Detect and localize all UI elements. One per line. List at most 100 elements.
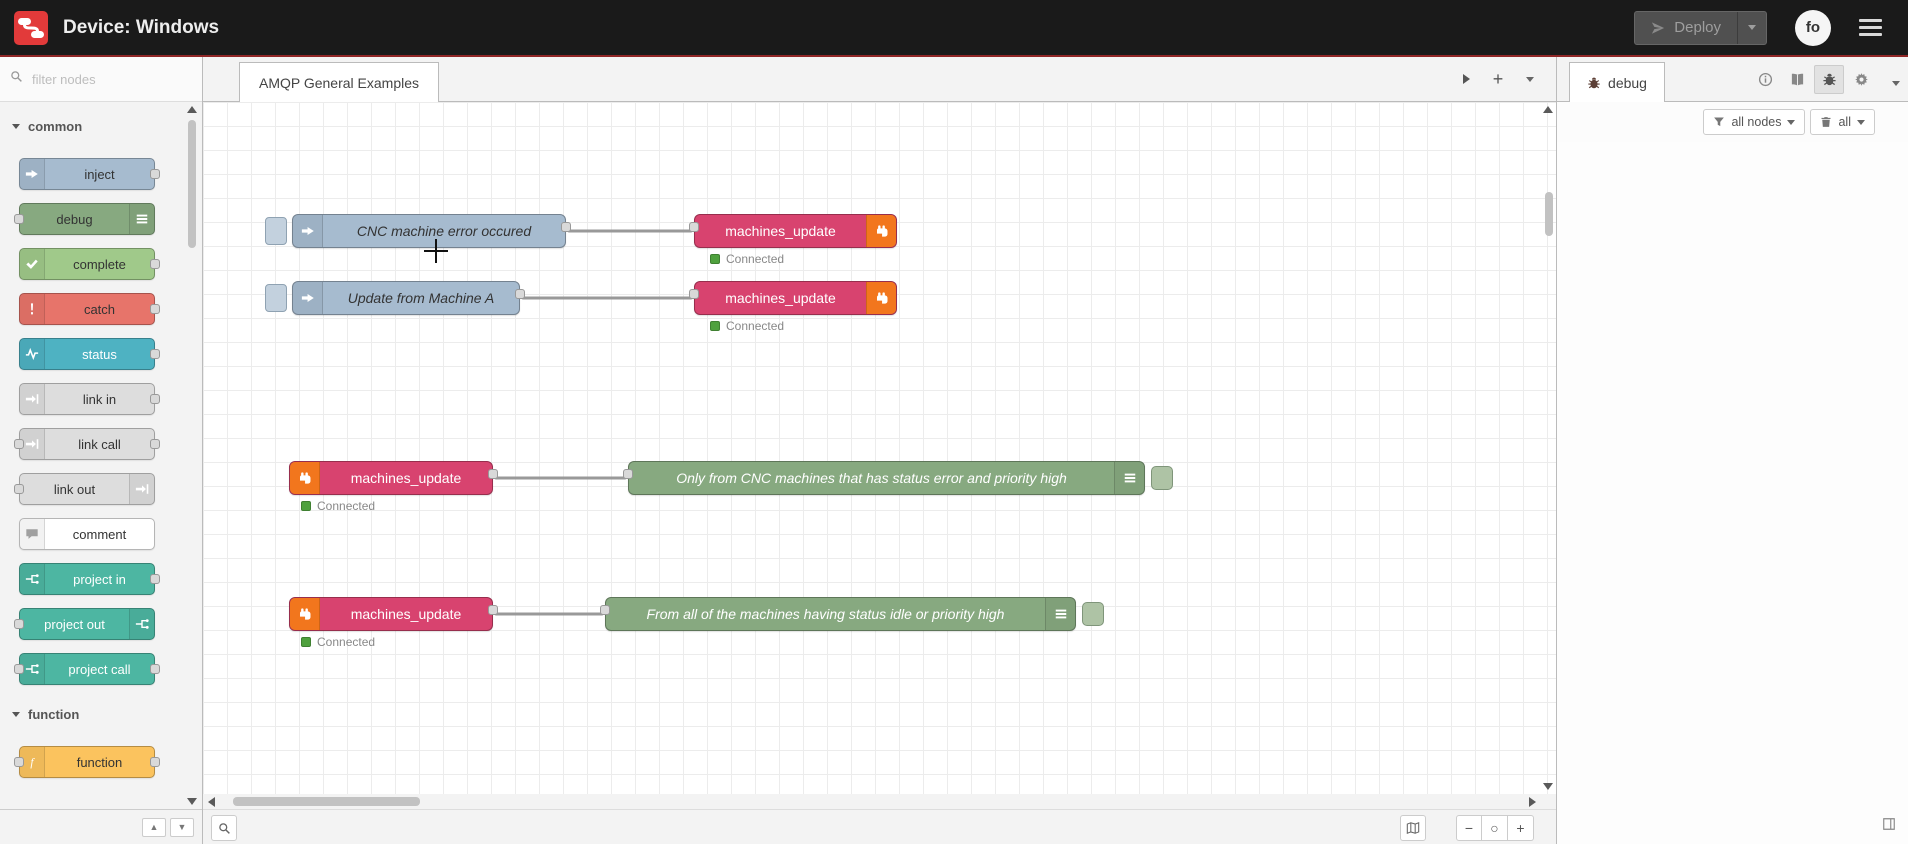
input-port[interactable] xyxy=(689,289,699,299)
tab-help[interactable] xyxy=(1782,65,1812,94)
flow-node-inject[interactable]: CNC machine error occured xyxy=(265,214,571,248)
output-port[interactable] xyxy=(150,259,160,269)
inject-button[interactable] xyxy=(265,217,287,245)
node-body[interactable]: Only from CNC machines that has status e… xyxy=(623,461,1145,495)
header-accent-line xyxy=(0,55,1908,57)
flow-node-inject[interactable]: Update from Machine A xyxy=(265,281,525,315)
input-port[interactable] xyxy=(14,484,24,494)
vertical-scrollbar-thumb[interactable] xyxy=(1545,192,1553,236)
inject-button[interactable] xyxy=(265,284,287,312)
palette-node-inject[interactable]: inject xyxy=(19,158,160,190)
palette-node-link-out[interactable]: link out xyxy=(14,473,155,505)
tab-debug[interactable]: debug xyxy=(1569,62,1665,102)
node-body[interactable]: Update from Machine A xyxy=(292,281,525,315)
flow-node-debug[interactable]: From all of the machines having status i… xyxy=(600,597,1104,631)
scroll-right-icon[interactable] xyxy=(1529,797,1536,807)
output-port[interactable] xyxy=(150,664,160,674)
canvas-vertical-scrollbar[interactable] xyxy=(1541,102,1556,794)
sidebar-options-dropdown[interactable] xyxy=(1892,73,1900,91)
zoom-in-button[interactable]: + xyxy=(1508,815,1534,841)
scroll-left-icon[interactable] xyxy=(208,797,215,807)
output-port[interactable] xyxy=(150,169,160,179)
tab-config-nodes[interactable] xyxy=(1846,65,1876,94)
flow-node-debug[interactable]: Only from CNC machines that has status e… xyxy=(623,461,1173,495)
palette-node-complete[interactable]: complete xyxy=(19,248,160,280)
deploy-main[interactable]: Deploy xyxy=(1635,12,1737,44)
palette-search[interactable] xyxy=(0,57,202,102)
output-port[interactable] xyxy=(150,439,160,449)
scroll-down-icon[interactable] xyxy=(187,798,197,805)
palette-node-project-in[interactable]: project in xyxy=(19,563,160,595)
palette-node-label: catch xyxy=(83,301,116,317)
canvas-horizontal-scrollbar[interactable] xyxy=(203,794,1556,809)
input-port[interactable] xyxy=(689,222,699,232)
navigator-map-button[interactable] xyxy=(1400,815,1426,841)
palette-node-catch[interactable]: catch xyxy=(19,293,160,325)
debug-toggle-button[interactable] xyxy=(1151,466,1173,490)
search-flows-button[interactable] xyxy=(211,815,237,841)
palette-node-link-in[interactable]: link in xyxy=(19,383,160,415)
output-port[interactable] xyxy=(488,469,498,479)
flow-node-amqp-in[interactable]: machines_update xyxy=(289,461,498,495)
tab-debug-messages[interactable] xyxy=(1814,65,1844,94)
user-avatar[interactable]: fo xyxy=(1795,9,1831,46)
scroll-down-icon[interactable] xyxy=(1543,783,1553,790)
palette-node-debug[interactable]: debug xyxy=(14,203,155,235)
zoom-out-button[interactable]: − xyxy=(1456,815,1482,841)
input-port[interactable] xyxy=(14,619,24,629)
add-flow-button[interactable]: + xyxy=(1492,68,1504,89)
main-menu-button[interactable] xyxy=(1859,19,1882,36)
flow-list-dropdown[interactable] xyxy=(1516,65,1544,93)
flow-node-amqp-in[interactable]: machines_update xyxy=(289,597,498,631)
palette-node-link-call[interactable]: link call xyxy=(14,428,160,460)
input-port[interactable] xyxy=(14,439,24,449)
flow-canvas[interactable]: CNC machine error occured machines_update… xyxy=(203,102,1556,794)
output-port[interactable] xyxy=(150,574,160,584)
trash-icon xyxy=(1820,116,1832,128)
flow-node-amqp-out[interactable]: machines_update xyxy=(689,281,897,315)
input-port[interactable] xyxy=(14,664,24,674)
expand-sidebar-icon[interactable] xyxy=(1882,817,1896,836)
output-port[interactable] xyxy=(561,222,571,232)
palette-node-status[interactable]: status xyxy=(19,338,160,370)
palette-scrollbar-thumb[interactable] xyxy=(188,120,196,248)
tab-amqp-general-examples[interactable]: AMQP General Examples xyxy=(239,62,439,102)
deploy-button[interactable]: Deploy xyxy=(1634,10,1767,45)
deploy-options-caret[interactable] xyxy=(1737,11,1766,44)
flow-node-amqp-out[interactable]: machines_update xyxy=(689,214,897,248)
palette-category-common[interactable]: common xyxy=(0,110,202,143)
input-port[interactable] xyxy=(14,214,24,224)
zoom-reset-button[interactable]: ○ xyxy=(1482,815,1508,841)
debug-clear-button[interactable]: all xyxy=(1810,109,1875,135)
input-port[interactable] xyxy=(14,757,24,767)
debug-toggle-button[interactable] xyxy=(1082,602,1104,626)
output-port[interactable] xyxy=(150,349,160,359)
scroll-up-icon[interactable] xyxy=(187,106,197,113)
expand-categories-button[interactable]: ▼ xyxy=(170,817,194,837)
output-port[interactable] xyxy=(515,289,525,299)
palette-node-project-out[interactable]: project out xyxy=(14,608,155,640)
palette-category-function[interactable]: function xyxy=(0,698,202,731)
input-port[interactable] xyxy=(623,469,633,479)
scroll-up-icon[interactable] xyxy=(1543,106,1553,113)
filter-nodes-input[interactable] xyxy=(30,70,160,88)
palette-node-comment[interactable]: comment xyxy=(19,518,155,550)
horizontal-scrollbar-thumb[interactable] xyxy=(233,797,420,806)
node-body[interactable]: From all of the machines having status i… xyxy=(600,597,1076,631)
tab-info[interactable] xyxy=(1750,65,1780,94)
input-port[interactable] xyxy=(600,605,610,615)
palette-node-project-call[interactable]: project call xyxy=(14,653,160,685)
output-port[interactable] xyxy=(150,757,160,767)
node-red-logo-icon[interactable] xyxy=(14,10,48,45)
scroll-tabs-icon[interactable] xyxy=(1452,65,1480,93)
palette-scrollbar[interactable] xyxy=(185,102,199,809)
status-text: Connected xyxy=(317,499,376,513)
debug-filter-button[interactable]: all nodes xyxy=(1703,109,1806,135)
node-body[interactable]: CNC machine error occured xyxy=(292,214,571,248)
output-port[interactable] xyxy=(488,605,498,615)
output-port[interactable] xyxy=(150,304,160,314)
collapse-categories-button[interactable]: ▲ xyxy=(142,817,166,837)
output-port[interactable] xyxy=(150,394,160,404)
chevron-down-icon xyxy=(1857,119,1865,125)
